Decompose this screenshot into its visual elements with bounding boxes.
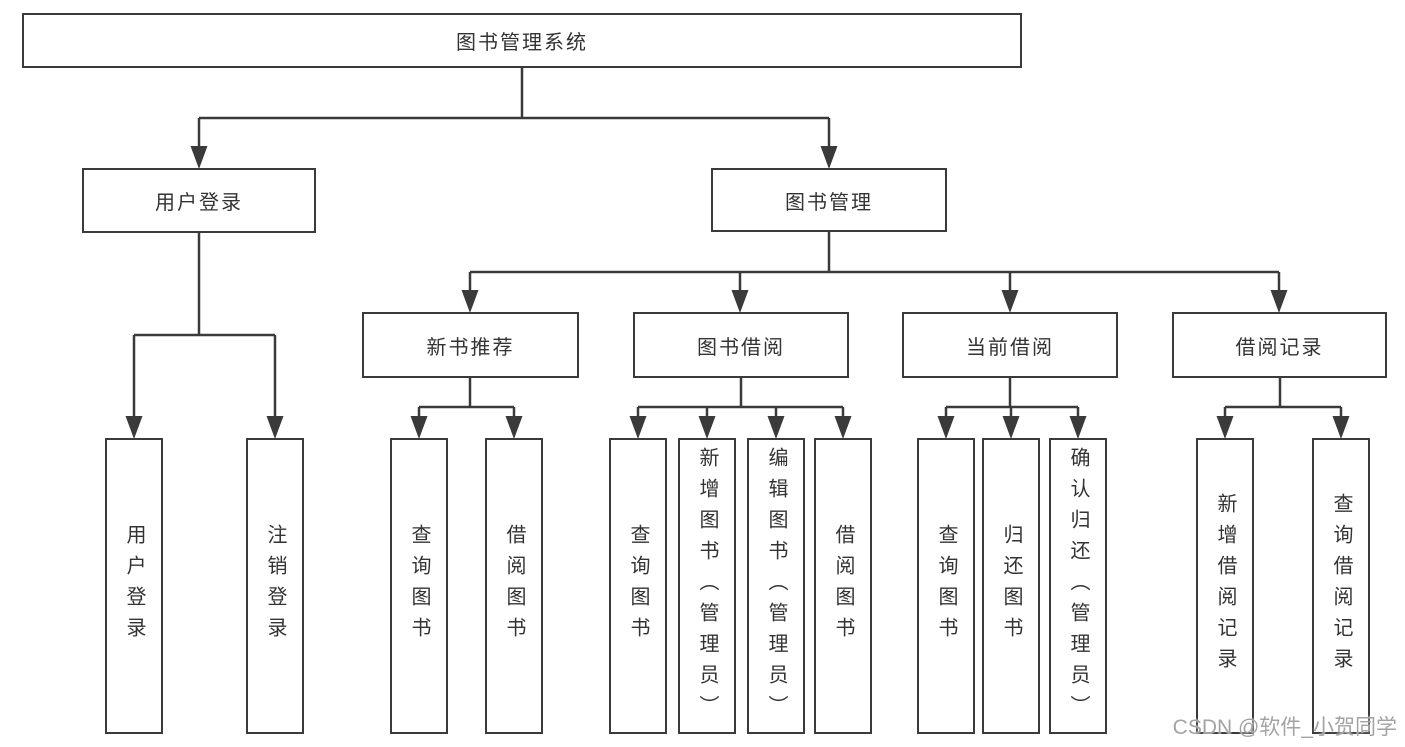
- node-label: 注销登录: [264, 524, 286, 648]
- node-label: 图书管理: [785, 191, 873, 214]
- connector-user-login-to-leaves: [125, 233, 284, 439]
- node-borrow-records: 借阅记录: [1172, 312, 1387, 378]
- arrowhead-down-icon: [731, 290, 749, 313]
- node-user-login: 用户登录: [82, 168, 316, 233]
- node-label: 编辑图书（管理员）: [765, 446, 787, 726]
- node-label: 新增图书（管理员）: [696, 446, 718, 726]
- node-label: 当前借阅: [966, 336, 1054, 359]
- watermark: CSDN @软件_小贺同学: [1172, 716, 1397, 739]
- node-book-borrow: 图书借阅: [633, 312, 849, 378]
- leaf-query-book-recommend: 查询图书: [390, 438, 448, 734]
- node-label: 借阅记录: [1235, 336, 1324, 359]
- leaf-query-book-borrow: 查询图书: [609, 438, 667, 734]
- node-label: 新增借阅记录: [1214, 493, 1236, 679]
- arrowhead-down-icon: [1002, 416, 1020, 439]
- connector-borrow-records-to-leaves: [1216, 378, 1350, 439]
- node-library-system: 图书管理系统: [22, 13, 1022, 68]
- connector-root-to-level2: [190, 68, 838, 169]
- connector-book-mgmt-to-level3: [461, 232, 1288, 313]
- leaf-query-borrow-record: 查询借阅记录: [1312, 438, 1370, 734]
- node-label: 查询借阅记录: [1330, 493, 1352, 679]
- arrowhead-down-icon: [820, 146, 838, 169]
- leaf-edit-book-admin: 编辑图书（管理员）: [747, 438, 805, 734]
- arrowhead-down-icon: [266, 416, 284, 439]
- arrowhead-down-icon: [1270, 290, 1288, 313]
- leaf-confirm-return-admin: 确认归还（管理员）: [1049, 438, 1107, 734]
- node-label: 确认归还（管理员）: [1067, 446, 1089, 726]
- node-new-book-recommend: 新书推荐: [362, 312, 579, 378]
- arrowhead-down-icon: [1001, 290, 1019, 313]
- arrowhead-down-icon: [629, 416, 647, 439]
- node-label: 查询图书: [408, 524, 430, 648]
- node-current-borrow: 当前借阅: [902, 312, 1118, 378]
- leaf-add-book-admin: 新增图书（管理员）: [678, 438, 736, 734]
- arrowhead-down-icon: [834, 416, 852, 439]
- arrowhead-down-icon: [410, 416, 428, 439]
- arrowhead-down-icon: [1332, 416, 1350, 439]
- leaf-add-borrow-record: 新增借阅记录: [1196, 438, 1254, 734]
- leaf-logout: 注销登录: [246, 438, 304, 734]
- arrowhead-down-icon: [698, 416, 716, 439]
- node-label: 图书借阅: [697, 336, 785, 359]
- arrowhead-down-icon: [937, 416, 955, 439]
- arrowhead-down-icon: [125, 416, 143, 439]
- leaf-borrow-book: 借阅图书: [814, 438, 872, 734]
- node-label: 借阅图书: [503, 524, 525, 648]
- node-label: 归还图书: [1000, 524, 1022, 648]
- node-label: 借阅图书: [832, 524, 854, 648]
- arrowhead-down-icon: [767, 416, 785, 439]
- leaf-query-book-current: 查询图书: [917, 438, 975, 734]
- arrowhead-down-icon: [461, 290, 479, 313]
- node-label: 查询图书: [627, 524, 649, 648]
- leaf-user-login: 用户登录: [105, 438, 163, 734]
- node-label: 图书管理系统: [456, 32, 588, 54]
- leaf-return-book: 归还图书: [982, 438, 1040, 734]
- leaf-borrow-book-recommend: 借阅图书: [485, 438, 543, 734]
- connector-new-book-to-leaves: [410, 378, 523, 439]
- connector-current-borrow-to-leaves: [937, 378, 1087, 439]
- arrowhead-down-icon: [190, 146, 208, 169]
- node-book-management: 图书管理: [711, 168, 947, 232]
- connector-book-borrow-to-leaves: [629, 378, 852, 439]
- node-label: 新书推荐: [426, 336, 515, 359]
- arrowhead-down-icon: [505, 416, 523, 439]
- node-label: 用户登录: [155, 192, 243, 214]
- arrowhead-down-icon: [1069, 416, 1087, 439]
- arrowhead-down-icon: [1216, 416, 1234, 439]
- node-label: 查询图书: [935, 524, 957, 648]
- node-label: 用户登录: [123, 524, 145, 648]
